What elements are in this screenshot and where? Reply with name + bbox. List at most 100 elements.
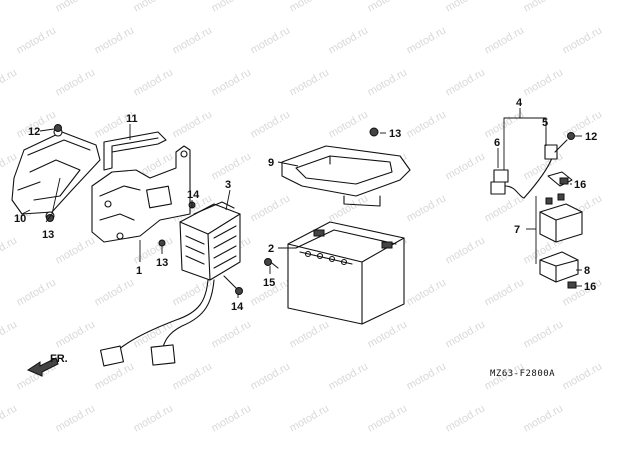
callout-1: 1 [136,265,142,277]
watermark-text: motod.ru [522,66,566,98]
fuse-16-bottom-part [567,281,577,289]
callout-14-right: 14 [187,189,200,201]
watermark-text: motod.ru [132,234,176,266]
watermark-text: motod.ru [483,192,527,224]
mounting-plate-1-part [91,145,191,243]
callout-15-left: 14 [231,301,244,313]
watermark-text: motod.ru [93,24,137,56]
callout-6: 6 [494,137,500,149]
watermark-text: motod.ru [444,402,488,434]
watermark-text: motod.ru [54,66,98,98]
wire-harness-4-part [523,139,568,199]
watermark-text: motod.ru [561,360,605,392]
callout-3: 3 [225,179,231,191]
regulator-harness-part [100,279,215,367]
watermark-text: motod.ru [327,360,371,392]
watermark-text: motod.ru [483,24,527,56]
watermark-text: motod.ru [93,276,137,308]
callout-5: 5 [542,117,548,129]
callout-16-bottom: 16 [584,281,596,293]
watermark-text: motod.ru [366,66,410,98]
watermark-text: motod.ru [249,360,293,392]
watermark-text: motod.ru [54,0,98,15]
callout-7: 7 [514,224,520,236]
watermark-text: motod.ru [249,24,293,56]
watermark-text: motod.ru [444,318,488,350]
callout-2: 2 [268,243,274,255]
callout-13-battery: 13 [389,128,401,140]
bolt-13-battery-part [369,127,379,137]
leader-lines [21,108,582,298]
watermark-text: motod.ru [444,66,488,98]
watermark-text: motod.ru [522,402,566,434]
watermark-text: motod.ru [15,276,59,308]
callout-labels: 12 10 13 11 1 13 14 3 14 9 13 2 15 4 5 6… [14,97,597,313]
watermark-text: motod.ru [0,0,19,15]
watermark-text: motod.ru [327,192,371,224]
bolt-13-top-part [54,124,62,132]
watermark-text: motod.ru [210,402,254,434]
callout-13-bottom: 13 [42,229,54,241]
watermark-text: motod.ru [132,0,176,15]
callout-15-battery: 15 [263,277,275,289]
watermark-text: motod.ru [327,108,371,140]
watermark-text: motod.ru [0,402,19,434]
callout-11: 11 [126,113,138,125]
watermark-text: motod.ru [288,318,332,350]
watermark-text: motod.ru [405,192,449,224]
watermark-text: motod.ru [327,24,371,56]
bolt-15-battery-part [264,258,279,269]
watermark-text: motod.ru [561,276,605,308]
watermark-text: motod.ru [0,234,19,266]
watermark-text: motod.ru [171,108,215,140]
watermark-text: motod.ru [0,318,19,350]
callout-10: 10 [14,213,26,225]
watermark-text: motod.ru [210,66,254,98]
callout-16-top: 16 [574,179,586,191]
watermark-text: motod.ru [366,402,410,434]
watermark-text: motod.ru [405,276,449,308]
watermark-text: motod.ru [93,360,137,392]
watermark-text: motod.ru [54,402,98,434]
watermark-text: motod.ru [366,0,410,15]
watermark-text: motod.ru [15,24,59,56]
fuse-16-top-part [559,177,569,185]
battery-part [287,221,405,325]
watermark-text: motod.ru [288,402,332,434]
watermark-text: motod.ru [522,318,566,350]
fuse-holder-part [490,169,525,199]
callout-8: 8 [584,265,590,277]
watermark-text: motod.ru [171,360,215,392]
watermark-text: motod.ru [405,108,449,140]
bolt-15-left-part [223,275,243,295]
relay-7-part [539,193,583,243]
watermark-text: motod.ru [288,0,332,15]
watermark-text: motod.ru [54,234,98,266]
watermark-text: motod.ru [0,66,19,98]
watermark-text: motod.ru [444,150,488,182]
watermark-text: motod.ru [171,24,215,56]
watermark-text: motod.ru [561,24,605,56]
watermark-text: motod.ru [210,150,254,182]
bracket-11-part [103,131,167,171]
drawing-code-label: MZ63-F2800A [490,369,555,379]
callout-4: 4 [516,97,523,109]
front-direction-label: FR. [50,353,68,365]
watermark-text: motod.ru [288,66,332,98]
watermark-text: motod.ru [444,234,488,266]
callout-12: 12 [585,131,597,143]
watermark-text: motod.ru [132,66,176,98]
watermark-text: motod.ru [366,318,410,350]
watermark-text: motod.ru [249,108,293,140]
watermark-text: motod.ru [210,318,254,350]
callout-13-top: 12 [28,126,40,138]
front-direction-indicator [26,357,59,377]
watermark-text: motod.ru [405,24,449,56]
bolt-14-left-part [158,239,166,247]
watermark-text: motod.ru [405,360,449,392]
watermark-text: motod.ru [132,402,176,434]
bolt-12-part [567,132,575,140]
watermark-text: motod.ru [54,318,98,350]
battery-cover-part [281,145,411,207]
